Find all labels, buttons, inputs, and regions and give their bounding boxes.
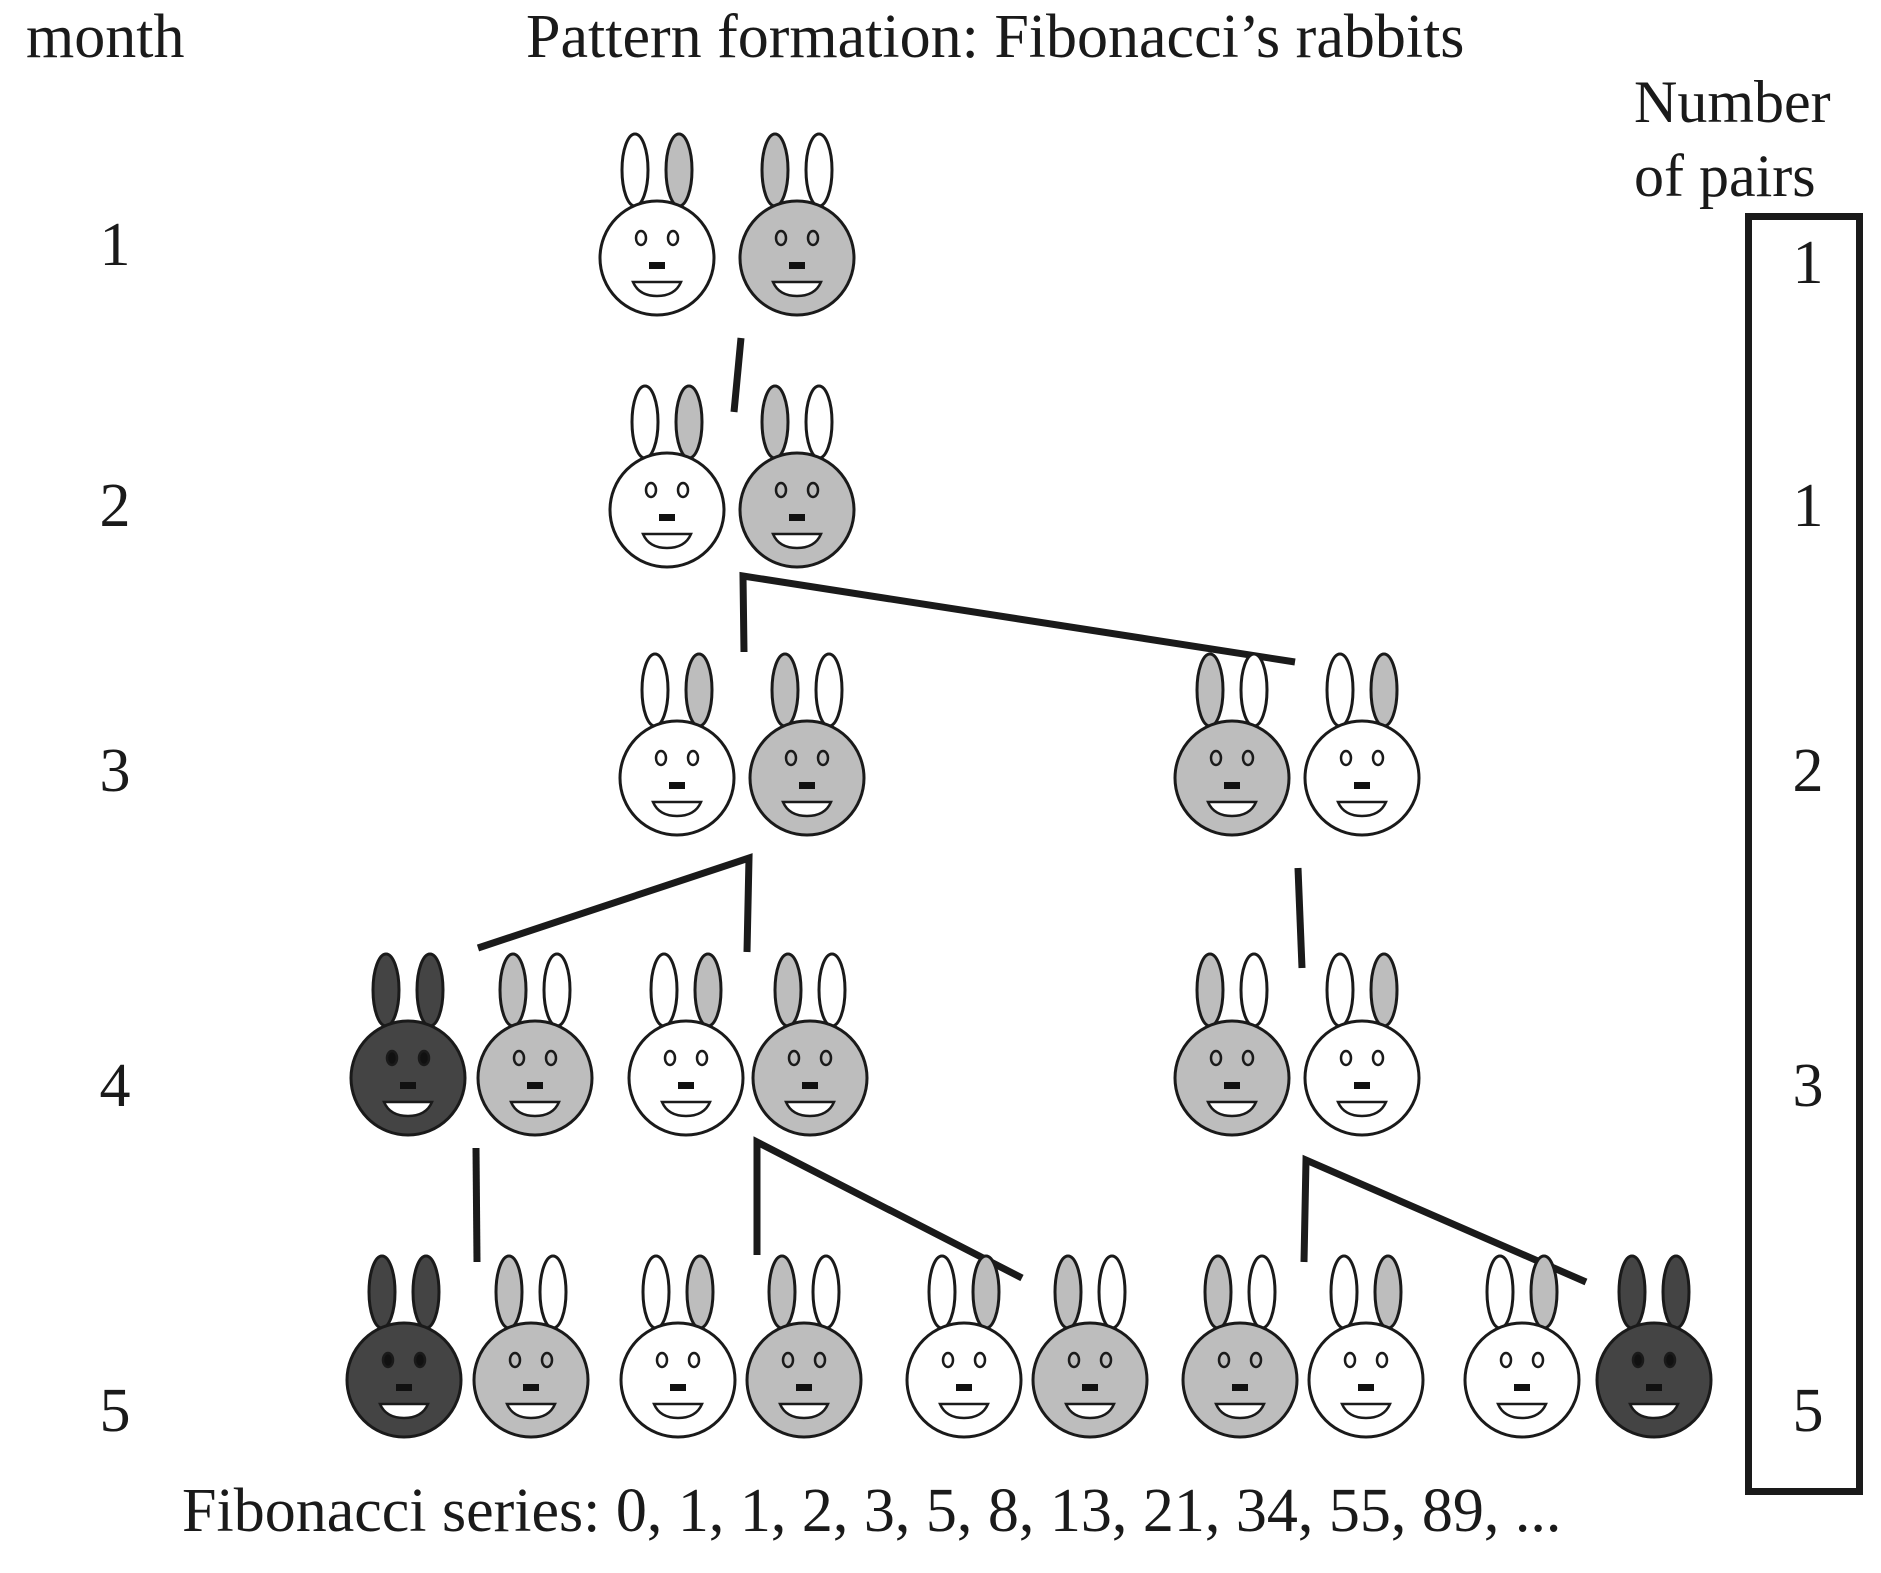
pairs-count-box	[1745, 213, 1863, 1495]
connector-line	[472, 1147, 481, 1263]
connector-line	[730, 337, 745, 413]
rabbit-gray	[738, 132, 856, 317]
pairs-header-line1: Number	[1634, 69, 1831, 135]
rabbit-white	[1303, 652, 1421, 837]
pairs-header-line2: of pairs	[1634, 143, 1816, 209]
rabbit-white	[598, 132, 716, 317]
rabbit-white	[1307, 1254, 1425, 1439]
rabbit-white	[608, 384, 726, 569]
pairs-count-4: 3	[1792, 1052, 1824, 1120]
rabbit-gray	[1031, 1254, 1149, 1439]
connector-line	[739, 571, 1296, 666]
rabbit-gray	[476, 952, 594, 1137]
connector-line	[753, 1136, 1024, 1282]
rabbit-gray	[1173, 652, 1291, 837]
pairs-count-2: 1	[1792, 472, 1824, 540]
rabbit-gray	[748, 652, 866, 837]
rabbit-gray	[745, 1254, 863, 1439]
connector-line	[1300, 1154, 1588, 1286]
rabbit-dark	[345, 1254, 463, 1439]
month-label-1: 1	[99, 211, 131, 279]
pairs-count-1: 1	[1792, 229, 1824, 297]
month-label-3: 3	[99, 737, 131, 805]
rabbit-white	[905, 1254, 1023, 1439]
generation-connectors	[472, 337, 1588, 1286]
rabbit-white	[1463, 1254, 1581, 1439]
rabbit-gray	[1181, 1254, 1299, 1439]
rabbit-dark	[349, 952, 467, 1137]
month-label-4: 4	[99, 1052, 131, 1120]
pairs-count-5: 5	[1792, 1377, 1824, 1445]
connector-line	[1294, 867, 1306, 969]
pairs-count-3: 2	[1792, 737, 1824, 805]
rabbit-white	[1303, 952, 1421, 1137]
month-header: month	[26, 3, 185, 71]
rabbit-white	[627, 952, 745, 1137]
rabbit-gray	[472, 1254, 590, 1439]
rabbit-gray	[738, 384, 856, 569]
rabbit-dark	[1595, 1254, 1713, 1439]
rabbit-white	[618, 652, 736, 837]
diagram-title: Pattern formation: Fibonacci’s rabbits	[526, 3, 1465, 71]
fibonacci-series-caption: Fibonacci series: 0, 1, 1, 2, 3, 5, 8, 1…	[182, 1477, 1562, 1545]
rabbit-white	[619, 1254, 737, 1439]
month-label-5: 5	[99, 1377, 131, 1445]
rabbit-rows	[345, 132, 1713, 1439]
connector-line	[476, 853, 753, 953]
rabbit-gray	[1173, 952, 1291, 1137]
month-label-2: 2	[99, 472, 131, 540]
rabbit-gray	[751, 952, 869, 1137]
